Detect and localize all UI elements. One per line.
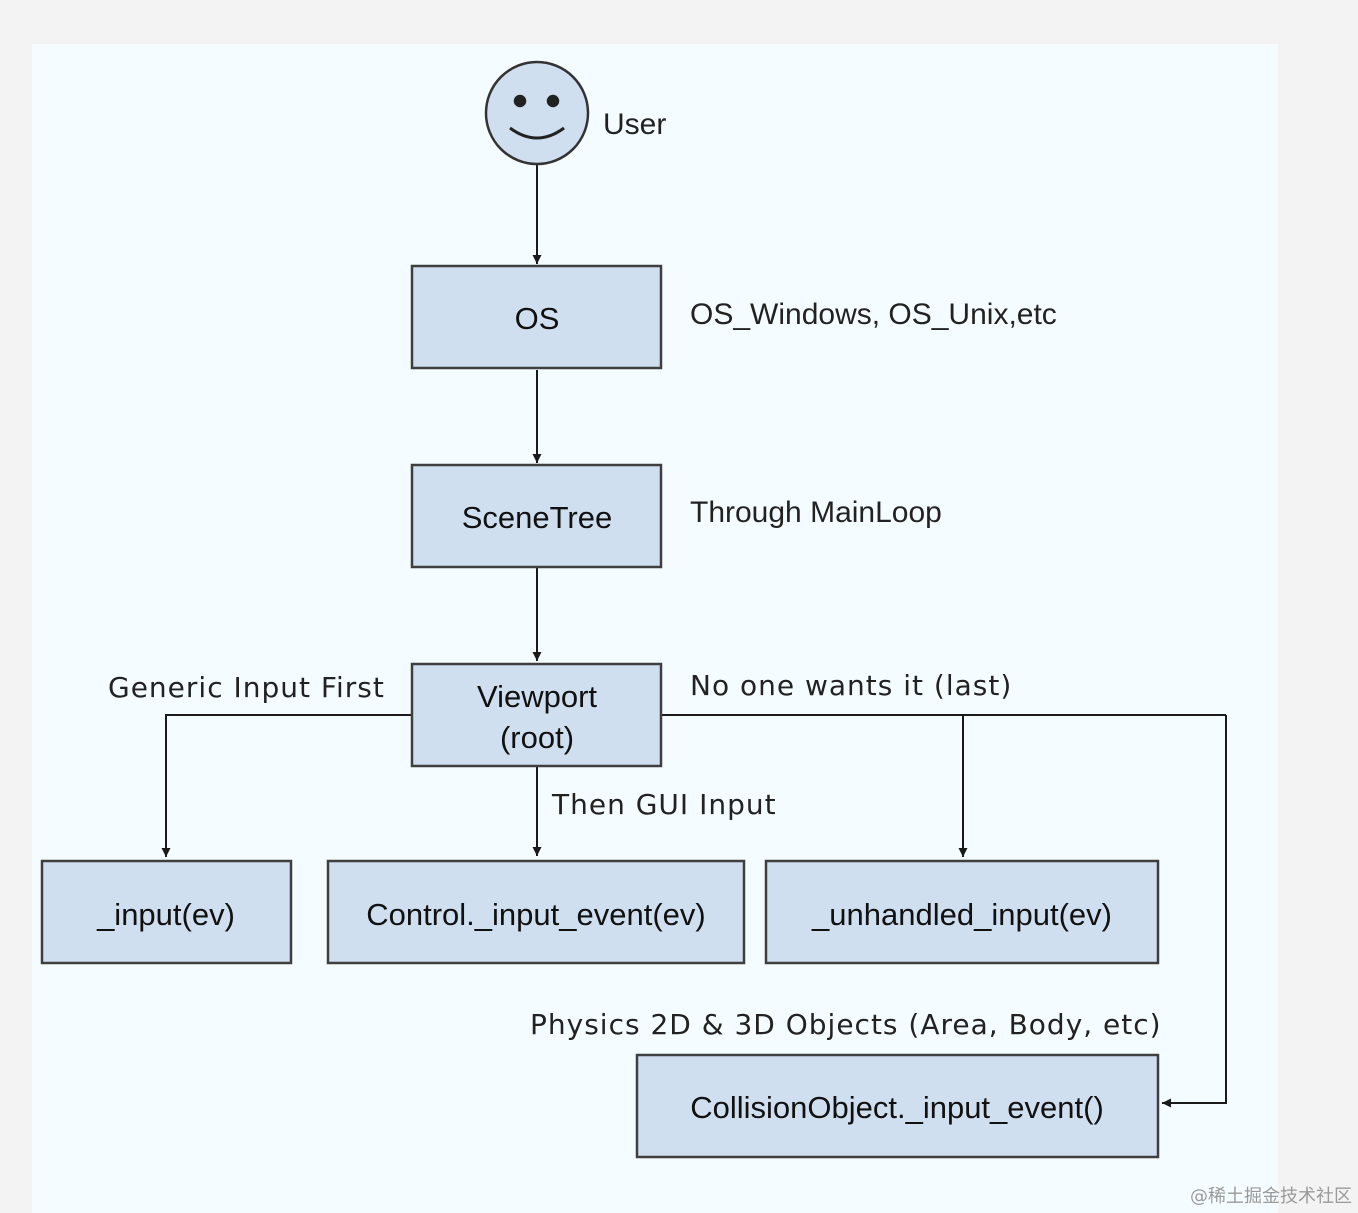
- os-node-label: OS: [515, 301, 560, 336]
- watermark: @稀土掘金技术社区: [1190, 1186, 1352, 1207]
- control-input-event-node-label: Control._input_event(ev): [366, 897, 705, 932]
- control-input-event-node: Control._input_event(ev): [326, 859, 746, 965]
- os-node: OS: [410, 264, 663, 370]
- edge-label-no-one-wants-it: No one wants it (last): [690, 669, 1012, 702]
- viewport-node-sublabel: (root): [500, 720, 574, 755]
- edge-label-generic-input-first: Generic Input First: [108, 671, 385, 704]
- diagram-panel: [32, 44, 1278, 1213]
- edge-label-then-gui-input: Then GUI Input: [551, 788, 777, 821]
- scenetree-node: SceneTree: [410, 463, 663, 569]
- user-label: User: [603, 108, 666, 141]
- os-annotation: OS_Windows, OS_Unix,etc: [690, 298, 1057, 331]
- user-actor: User: [484, 60, 666, 166]
- input-node-label: _input(ev): [96, 897, 235, 932]
- collision-object-input-event-node-label: CollisionObject._input_event(): [690, 1090, 1104, 1125]
- viewport-node-label: Viewport: [477, 679, 597, 714]
- edges: [161, 163, 1227, 1108]
- edge-viewport-to-input: [161, 714, 412, 857]
- unhandled-input-node-label: _unhandled_input(ev): [811, 897, 1112, 932]
- smiley-face-icon: [484, 60, 590, 166]
- collision-object-input-event-node: CollisionObject._input_event(): [635, 1053, 1160, 1159]
- edge-viewport-to-collision-object: [1162, 715, 1227, 1108]
- scenetree-node-label: SceneTree: [462, 500, 613, 535]
- edge-label-physics-objects: Physics 2D & 3D Objects (Area, Body, etc…: [530, 1008, 1162, 1041]
- scenetree-annotation: Through MainLoop: [690, 496, 942, 529]
- unhandled-input-node: _unhandled_input(ev): [764, 859, 1160, 965]
- input-node: _input(ev): [40, 859, 293, 965]
- viewport-node: Viewport (root): [410, 662, 663, 768]
